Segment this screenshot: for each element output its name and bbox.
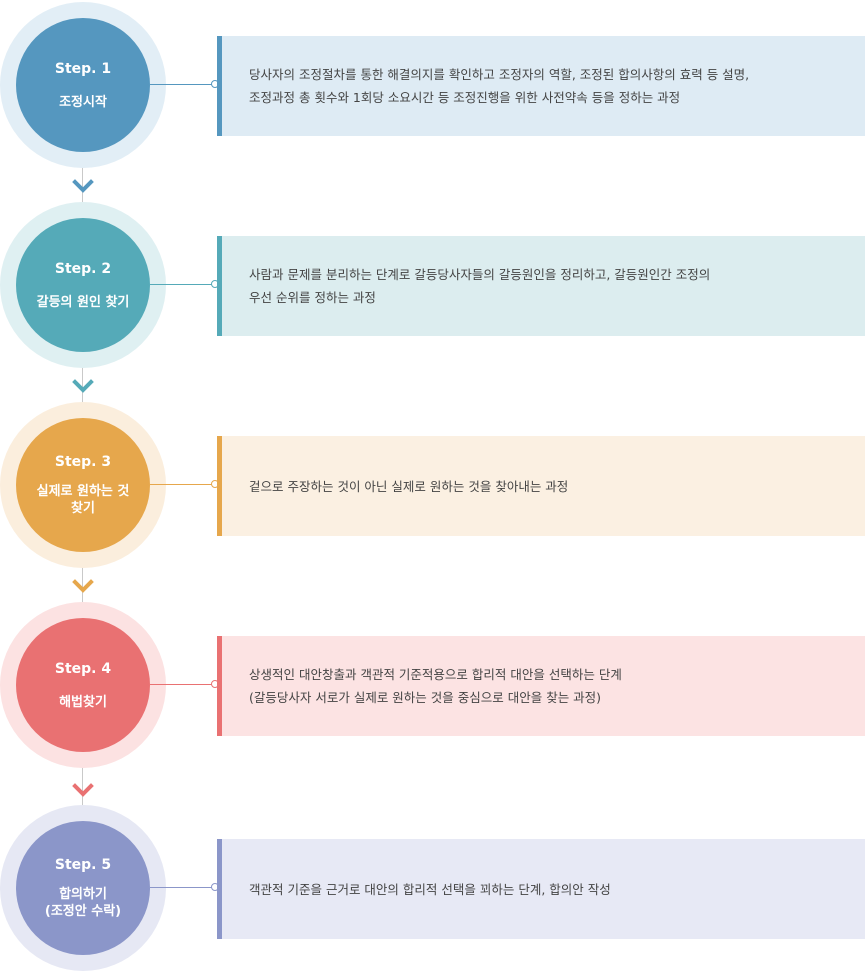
step-number: Step. 2 (54, 260, 112, 277)
step-title: 조정시작 (59, 94, 107, 110)
step-description-box: 상생적인 대안창출과 객관적 기준적용으로 합리적 대안을 선택하는 단계 (갈… (217, 636, 865, 736)
step-description-box: 겉으로 주장하는 것이 아닌 실제로 원하는 것을 찾아내는 과정 (217, 436, 865, 536)
step-description: 겉으로 주장하는 것이 아닌 실제로 원하는 것을 찾아내는 과정 (249, 478, 569, 494)
step-description-box: 당사자의 조정절차를 통한 해결의지를 확인하고 조정자의 역할, 조정된 합의… (217, 36, 865, 136)
step-circle: Step. 3 실제로 원하는 것 찾기 (16, 418, 150, 552)
step-circle: Step. 5 합의하기 (조정안 수락) (16, 821, 150, 955)
step-2: Step. 2 갈등의 원인 찾기 사람과 문제를 분리하는 단계로 갈등당사자… (0, 202, 865, 368)
step-number: Step. 4 (54, 660, 112, 677)
chevron-down-icon (72, 379, 94, 393)
step-connector (150, 84, 215, 85)
step-3: Step. 3 실제로 원하는 것 찾기 겉으로 주장하는 것이 아닌 실제로 … (0, 402, 865, 568)
step-connector (150, 684, 215, 685)
step-number: Step. 5 (54, 857, 112, 873)
step-description-box: 사람과 문제를 분리하는 단계로 갈등당사자들의 갈등원인을 정리하고, 갈등원… (217, 236, 865, 336)
chevron-down-icon (72, 579, 94, 593)
step-description: 상생적인 대안창출과 객관적 기준적용으로 합리적 대안을 선택하는 단계 (갈… (249, 667, 622, 705)
step-connector (150, 887, 215, 888)
step-circle: Step. 1 조정시작 (16, 18, 150, 152)
step-number: Step. 1 (54, 60, 112, 77)
step-number: Step. 3 (54, 454, 112, 470)
step-description: 당사자의 조정절차를 통한 해결의지를 확인하고 조정자의 역할, 조정된 합의… (249, 67, 750, 105)
chevron-down-icon (72, 179, 94, 193)
step-title: 실제로 원하는 것 찾기 (36, 484, 130, 516)
step-title: 합의하기 (조정안 수락) (44, 887, 122, 919)
step-connector (150, 284, 215, 285)
step-description: 객관적 기준을 근거로 대안의 합리적 선택을 꾀하는 단계, 합의안 작성 (249, 881, 611, 897)
step-circle: Step. 2 갈등의 원인 찾기 (16, 218, 150, 352)
step-description-box: 객관적 기준을 근거로 대안의 합리적 선택을 꾀하는 단계, 합의안 작성 (217, 839, 865, 939)
step-connector (150, 484, 215, 485)
step-title: 해법찾기 (59, 694, 107, 710)
step-title: 갈등의 원인 찾기 (36, 294, 130, 310)
step-4: Step. 4 해법찾기 상생적인 대안창출과 객관적 기준적용으로 합리적 대… (0, 602, 865, 768)
step-description: 사람과 문제를 분리하는 단계로 갈등당사자들의 갈등원인을 정리하고, 갈등원… (249, 267, 711, 305)
step-1: Step. 1 조정시작 당사자의 조정절차를 통한 해결의지를 확인하고 조정… (0, 2, 865, 168)
step-5: Step. 5 합의하기 (조정안 수락) 객관적 기준을 근거로 대안의 합리… (0, 805, 865, 971)
step-circle: Step. 4 해법찾기 (16, 618, 150, 752)
chevron-down-icon (72, 783, 94, 797)
